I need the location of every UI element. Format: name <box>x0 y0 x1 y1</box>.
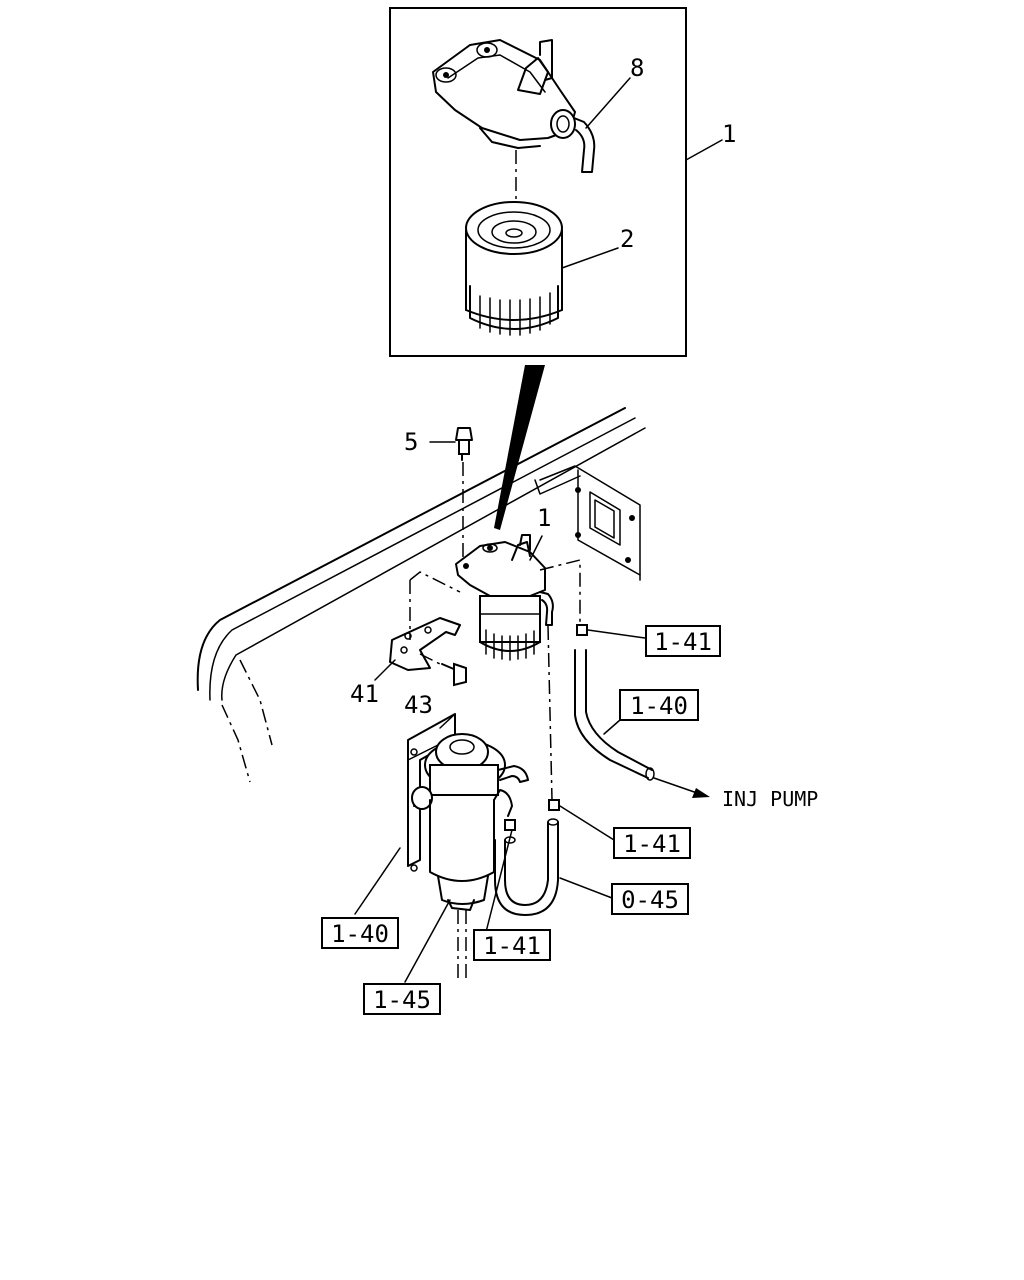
callout-bracket-bolt: 43 <box>404 691 433 719</box>
svg-text:0-45: 0-45 <box>621 886 679 914</box>
svg-text:1-41: 1-41 <box>623 830 681 858</box>
callout-inset-assembly: 1 <box>722 120 736 148</box>
vehicle-frame <box>196 407 646 783</box>
inset-filter-head <box>432 39 576 149</box>
callout-inset-element: 2 <box>620 225 634 253</box>
svg-text:1-40: 1-40 <box>331 920 389 948</box>
ref-box-clip-middle: 1-41 <box>613 827 691 859</box>
ref-box-hose-lower: 0-45 <box>611 883 689 915</box>
svg-text:1-40: 1-40 <box>630 692 688 720</box>
sedimenter <box>407 713 529 980</box>
destination-label: INJ PUMP <box>722 787 818 811</box>
svg-text:1-41: 1-41 <box>654 628 712 656</box>
callout-bracket: 41 <box>350 680 379 708</box>
callout-inset-hose: 8 <box>630 54 644 82</box>
clip-middle <box>548 799 560 811</box>
main-filter-assembly <box>455 534 554 661</box>
inset-filter-element <box>465 201 563 336</box>
bolt-5 <box>455 427 473 461</box>
callout-filter-assembly: 1 <box>537 504 551 532</box>
svg-text:1-45: 1-45 <box>373 986 431 1014</box>
hose-upper <box>574 624 655 781</box>
inset-frame <box>389 7 687 357</box>
inset-hose <box>573 117 596 173</box>
detail-pointer <box>494 365 545 530</box>
bolt-43 <box>419 653 467 687</box>
ref-box-clip-upper: 1-41 <box>645 625 721 657</box>
ref-box-hose-upper: 1-40 <box>619 689 699 721</box>
bracket-41 <box>389 571 461 671</box>
callout-bolt: 5 <box>404 428 418 456</box>
ref-box-sedimenter: 1-45 <box>363 983 441 1015</box>
svg-text:1-41: 1-41 <box>483 932 541 960</box>
ref-box-sedimenter-clip: 1-41 <box>473 929 551 961</box>
ref-box-sedimenter-hose: 1-40 <box>321 917 399 949</box>
hose-lower <box>494 818 559 916</box>
